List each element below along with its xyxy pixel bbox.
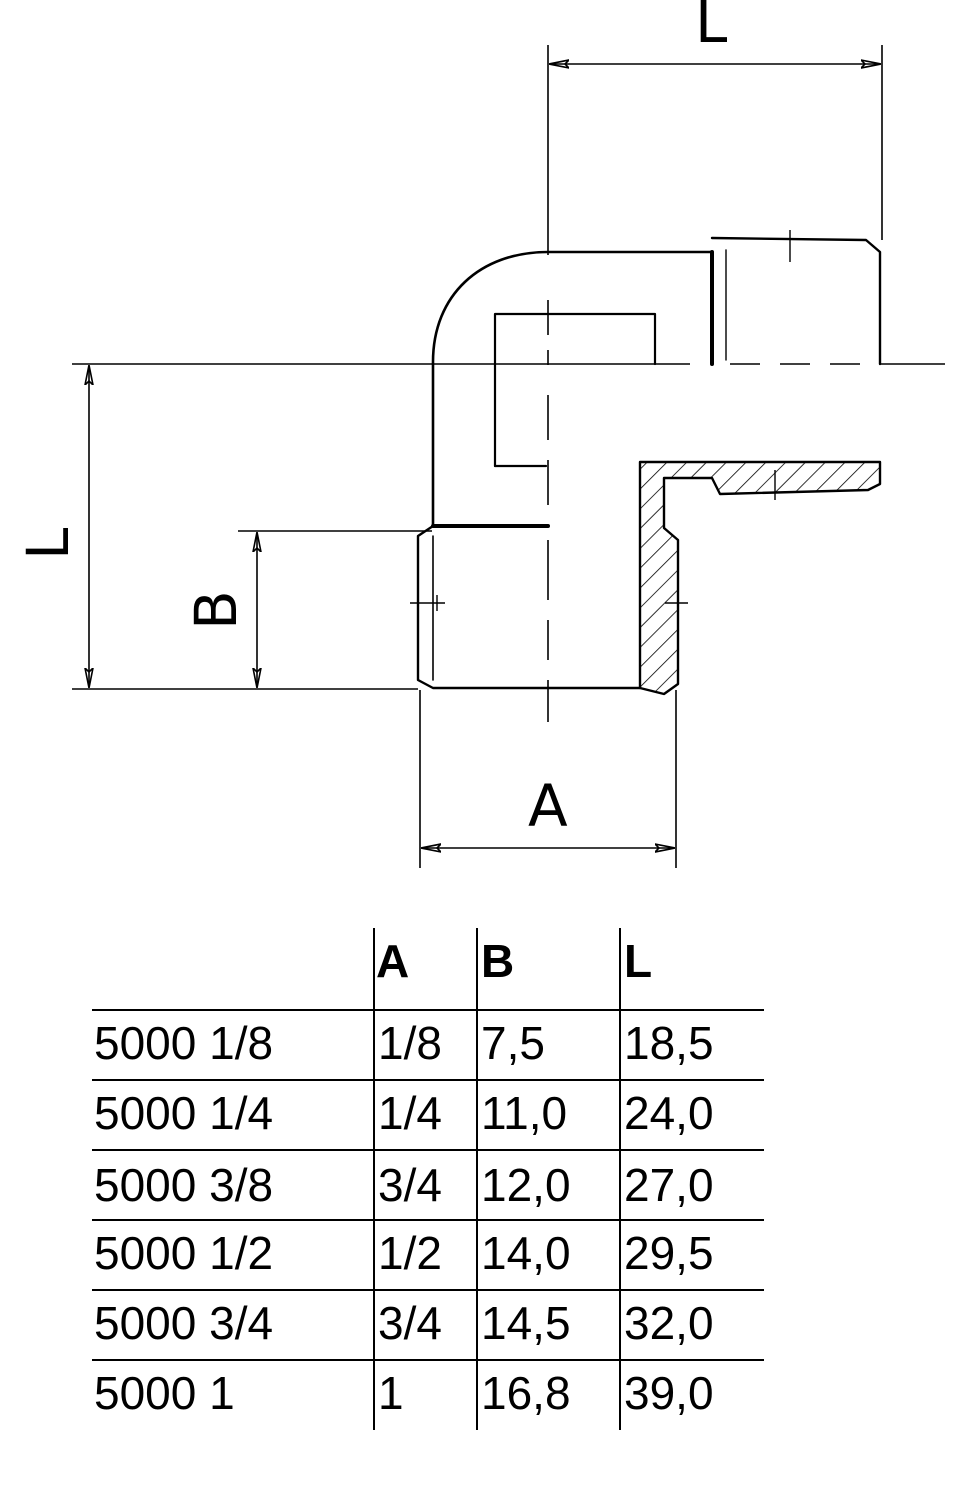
table-cell-a: 1/4 xyxy=(378,1087,442,1139)
thread-size-label: A xyxy=(528,772,568,840)
table-cell-code: 5000 3/8 xyxy=(94,1159,274,1211)
table-cell-l: 27,0 xyxy=(624,1159,714,1211)
table-cell-a: 1/2 xyxy=(378,1227,442,1279)
table-cell-l: 39,0 xyxy=(624,1367,714,1419)
section-hatch xyxy=(638,460,882,696)
table-cell-code: 5000 1/2 xyxy=(94,1227,274,1279)
table-cell-b: 12,0 xyxy=(481,1159,571,1211)
table-header-a: A xyxy=(376,935,410,987)
table-cell-b: 14,5 xyxy=(481,1297,571,1349)
thread-ticks xyxy=(410,230,791,611)
table-cell-code: 5000 1 xyxy=(94,1367,235,1419)
table-cell-b: 11,0 xyxy=(481,1087,568,1139)
table-cell-a: 3/4 xyxy=(378,1297,442,1349)
table-cell-code: 5000 3/4 xyxy=(94,1297,274,1349)
dimension-lines xyxy=(89,64,880,848)
side-length-label: L xyxy=(14,528,82,560)
table-cell-l: 32,0 xyxy=(624,1297,714,1349)
table-cell-b: 14,0 xyxy=(481,1227,571,1279)
table-cell-l: 29,5 xyxy=(624,1227,714,1279)
table-header-b: B xyxy=(481,935,515,987)
table-cell-code: 5000 1/8 xyxy=(94,1017,274,1069)
center-lines xyxy=(72,45,945,722)
table-cell-l: 18,5 xyxy=(624,1017,714,1069)
elbow-fitting-drawing: L L B A xyxy=(14,0,945,868)
top-length-label: L xyxy=(695,0,727,56)
table-cell-l: 24,0 xyxy=(624,1087,714,1139)
table-cell-b: 7,5 xyxy=(481,1017,545,1069)
table-cell-code: 5000 1/4 xyxy=(94,1087,274,1139)
table-cell-b: 16,8 xyxy=(481,1367,571,1419)
table-cell-a: 3/4 xyxy=(378,1159,442,1211)
fitting-outline xyxy=(416,236,882,690)
extension-lines xyxy=(72,45,883,868)
thread-length-label: B xyxy=(182,590,250,630)
table-cell-a: 1 xyxy=(378,1367,404,1419)
table-header-l: L xyxy=(624,935,653,987)
table-cell-a: 1/8 xyxy=(378,1017,442,1069)
